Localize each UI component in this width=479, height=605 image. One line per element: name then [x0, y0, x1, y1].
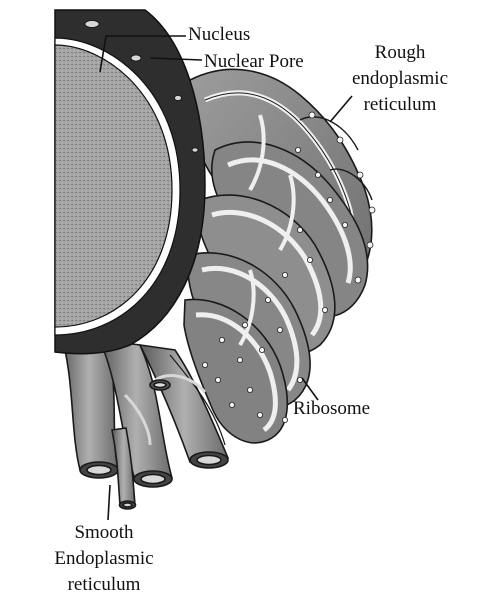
label-smooth-er-line1: Smooth — [74, 522, 134, 543]
label-smooth-er-line2: Endoplasmic — [54, 548, 153, 569]
label-rough-er-line1: Rough — [375, 42, 426, 63]
nuclear-pores — [84, 20, 199, 153]
smooth-er — [58, 328, 230, 510]
leader-lines — [99, 35, 353, 521]
ribosomes — [201, 111, 376, 423]
nucleus — [54, 9, 206, 355]
label-rough-er-line3: reticulum — [364, 94, 437, 115]
label-smooth-er-line3: reticulum — [68, 574, 141, 595]
label-rough-er-line2: endoplasmic — [352, 68, 448, 89]
rough-er — [183, 68, 373, 444]
label-ribosome: Ribosome — [293, 398, 370, 419]
label-nucleus: Nucleus — [188, 24, 250, 45]
label-nuclear-pore: Nuclear Pore — [204, 51, 304, 72]
